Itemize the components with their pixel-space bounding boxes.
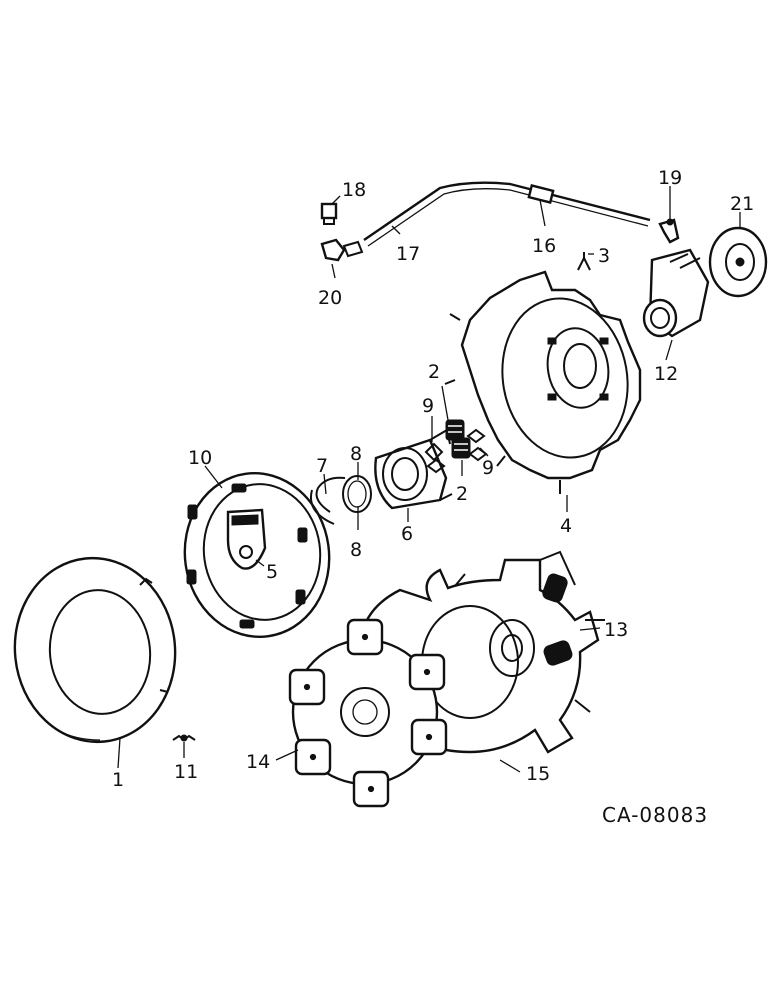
callout-9a: 9 [422,395,434,417]
part-7-snap-ring [310,476,346,525]
part-11-spring-clip [172,734,196,742]
callout-20: 20 [318,287,342,309]
drawing-code: CA-08083 [602,803,708,827]
callout-9b: 9 [482,457,494,479]
callout-12: 12 [654,363,678,385]
part-17-hose [363,181,651,247]
part-1-friction-ring [13,556,177,744]
part-6-bearing-housing [374,428,453,510]
part-2-springs [445,419,471,459]
part-4-clutch-cover [444,270,642,494]
part-3-clip [577,252,591,271]
callout-3: 3 [598,245,610,267]
part-20-elbow-fitting [320,238,364,262]
callout-11: 11 [174,761,198,783]
callout-6: 6 [401,523,413,545]
callout-19: 19 [658,167,682,189]
callout-10: 10 [188,447,212,469]
callout-13: 13 [604,619,628,641]
callout-15: 15 [526,763,550,785]
callout-8b: 8 [350,539,362,561]
callout-16: 16 [532,235,556,257]
part-14-clutch-disc [288,618,448,808]
part-16-hose-fitting [527,184,555,204]
callout-14: 14 [246,751,270,773]
callout-17: 17 [396,243,420,265]
callout-1: 1 [112,769,124,791]
part-21-dust-cover [708,226,768,298]
part-13-clutch-disc [454,550,605,713]
callout-2b: 2 [456,483,468,505]
callout-5: 5 [266,561,278,583]
callout-2a: 2 [428,361,440,383]
callout-4: 4 [560,515,572,537]
callout-8a: 8 [350,443,362,465]
callout-7: 7 [316,455,328,477]
leader-lines [117,186,741,773]
part-5-strap-plate [226,508,267,570]
part-19-elbow-fitting [658,218,680,244]
part-8-snap-ring [342,475,372,513]
callout-21: 21 [730,193,754,215]
part-12-release-cylinder [642,248,710,338]
callout-18: 18 [342,179,366,201]
part-18-fitting [320,202,338,225]
